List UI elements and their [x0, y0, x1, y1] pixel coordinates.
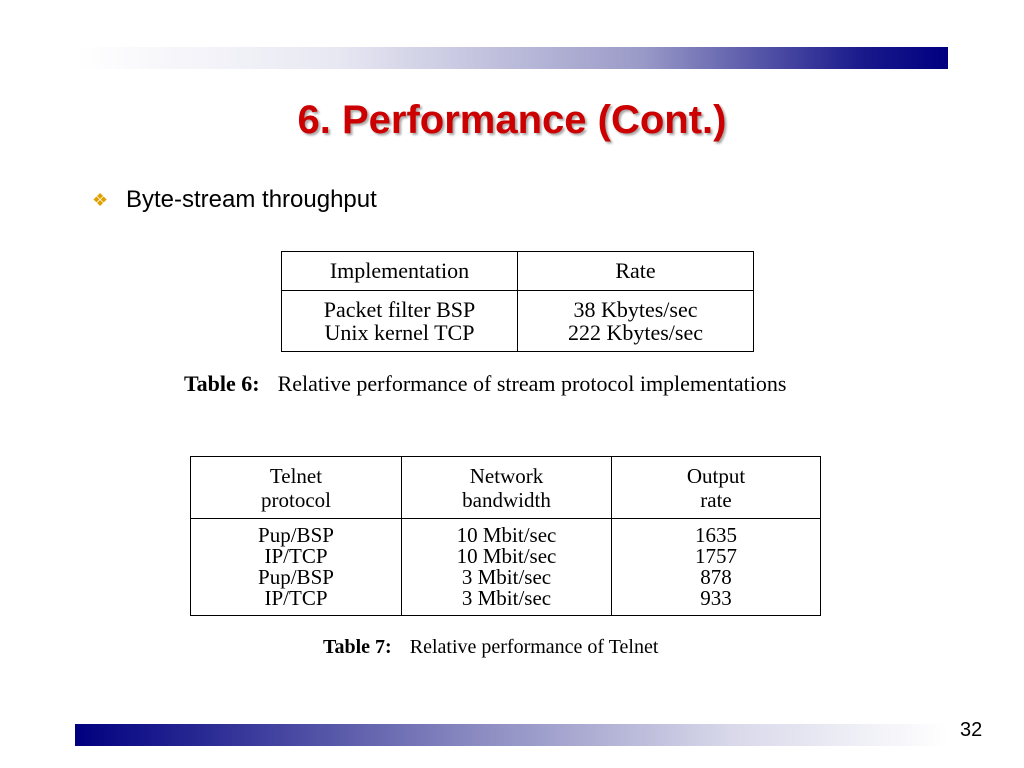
column-header: Rate — [517, 251, 754, 291]
cell-value: IP/TCP — [264, 544, 328, 568]
caption-label: Table 7: — [323, 636, 392, 658]
table-7: Telnet protocol Network bandwidth Output… — [190, 456, 821, 616]
cell-value: 1635 — [695, 523, 737, 547]
bullet-item: ❖ Byte-stream throughput — [92, 186, 377, 214]
header-line: protocol — [261, 487, 331, 512]
top-gradient-bar — [75, 47, 948, 69]
bullet-text: Byte-stream throughput — [126, 186, 377, 213]
cell-value: 10 Mbit/sec — [456, 544, 557, 568]
table-cell: 1635 1757 878 933 — [611, 518, 821, 616]
cell-value: 3 Mbit/sec — [461, 565, 552, 589]
table-row: Pup/BSP IP/TCP Pup/BSP IP/TCP 10 Mbit/se… — [190, 518, 821, 616]
table-7-caption: Table 7: Relative performance of Telnet — [323, 636, 658, 659]
slide-title: 6. Performance (Cont.) — [297, 98, 727, 142]
cell-value: Unix kernel TCP — [324, 320, 475, 345]
cell-value: 3 Mbit/sec — [461, 586, 552, 610]
cell-value: IP/TCP — [264, 586, 328, 610]
column-header: Output rate — [611, 456, 821, 519]
cell-value: 878 — [700, 565, 732, 589]
caption-text: Relative performance of Telnet — [409, 636, 659, 658]
header-line: bandwidth — [462, 487, 551, 512]
column-header: Implementation — [281, 251, 518, 291]
cell-value: Pup/BSP — [258, 523, 334, 547]
table-cell: Pup/BSP IP/TCP Pup/BSP IP/TCP — [190, 518, 402, 616]
table-row: Packet filter BSP Unix kernel TCP 38 Kby… — [281, 290, 754, 352]
header-line: Telnet — [269, 463, 323, 488]
table-cell: Packet filter BSP Unix kernel TCP — [281, 290, 518, 352]
column-header: Network bandwidth — [401, 456, 612, 519]
page-number: 32 — [960, 719, 983, 741]
table-cell: 10 Mbit/sec 10 Mbit/sec 3 Mbit/sec 3 Mbi… — [401, 518, 612, 616]
table-6: Implementation Rate Packet filter BSP Un… — [281, 251, 754, 352]
table-cell: 38 Kbytes/sec 222 Kbytes/sec — [517, 290, 754, 352]
header-line: Output — [686, 463, 746, 488]
bottom-gradient-bar — [75, 724, 948, 746]
cell-value: 38 Kbytes/sec — [573, 297, 698, 322]
cell-value: Pup/BSP — [258, 565, 334, 589]
caption-text: Relative performance of stream protocol … — [277, 371, 787, 396]
caption-label: Table 6: — [184, 371, 260, 396]
table-6-caption: Table 6: Relative performance of stream p… — [184, 371, 786, 397]
cell-value: 1757 — [695, 544, 737, 568]
cell-value: 222 Kbytes/sec — [567, 320, 704, 345]
table-header-row: Implementation Rate — [281, 251, 754, 291]
header-line: Network — [469, 463, 544, 488]
diamond-bullet-icon: ❖ — [92, 190, 109, 210]
cell-value: 10 Mbit/sec — [456, 523, 557, 547]
header-line: rate — [700, 487, 732, 512]
table-header-row: Telnet protocol Network bandwidth Output… — [190, 456, 821, 519]
cell-value: Packet filter BSP — [323, 297, 476, 322]
column-header: Telnet protocol — [190, 456, 402, 519]
cell-value: 933 — [700, 586, 732, 610]
